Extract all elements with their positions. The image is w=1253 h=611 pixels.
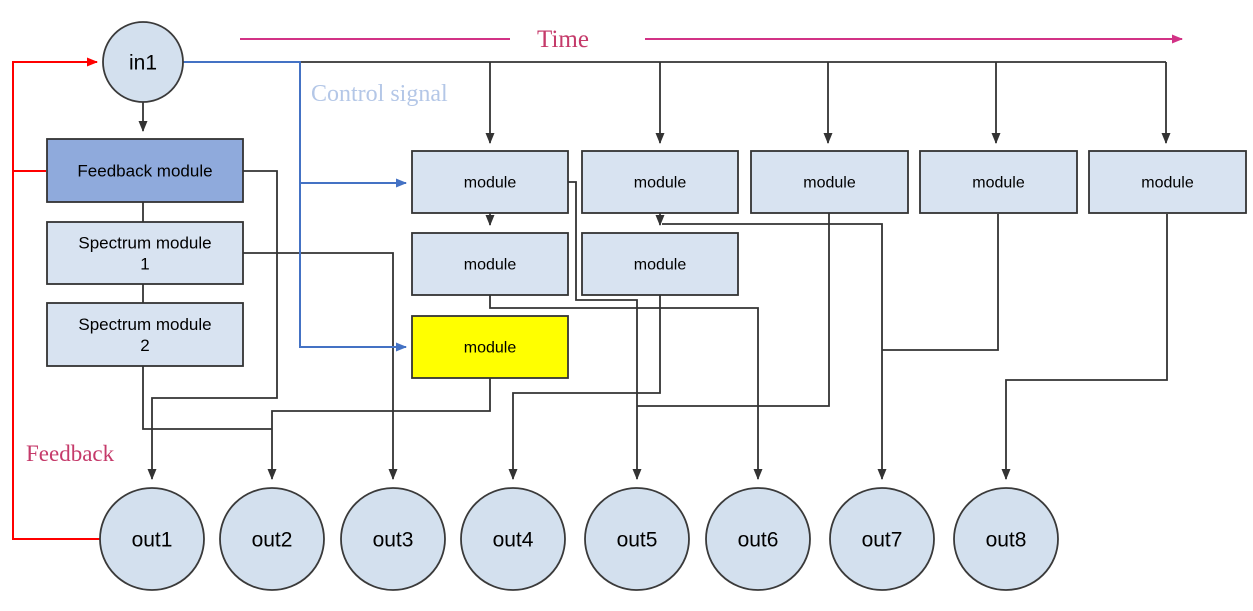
module-box-row1-col1-label: module	[464, 175, 517, 192]
out7-node: out7	[829, 487, 935, 591]
out3-node: out3	[340, 487, 446, 591]
module-box-yellow-label: module	[464, 340, 517, 357]
out8-node-label: out8	[986, 528, 1027, 551]
feedback-module-box-label: Feedback module	[77, 161, 212, 180]
edge-module2b-to-out4	[508, 295, 661, 480]
module-box-row1-col4-label: module	[972, 175, 1025, 192]
feedback-label: Feedback	[26, 441, 115, 466]
out6-node-label: out6	[738, 528, 779, 551]
time-label: Time	[537, 26, 589, 53]
out4-node: out4	[460, 487, 566, 591]
edge-yellow-module-to-out2	[267, 378, 491, 480]
module-box-row1-col1: module	[411, 150, 569, 214]
out1-node: out1	[99, 487, 205, 591]
edge-feedback-module-to-out1	[147, 170, 278, 480]
module-box-row1-col2-label: module	[634, 175, 687, 192]
module-box-row2-col2: module	[581, 232, 739, 296]
in1-node: in1	[102, 21, 184, 103]
out2-node-label: out2	[252, 528, 293, 551]
edge-module1b-to-out6	[489, 295, 763, 480]
out3-node-label: out3	[373, 528, 414, 551]
out4-node-label: out4	[493, 528, 534, 551]
module-box-row2-col2-label: module	[634, 257, 687, 274]
module-box-row2-col1-label: module	[464, 257, 517, 274]
edge-spectrum2-join-out2	[142, 366, 272, 430]
edges-layer	[12, 34, 1183, 540]
edge-control-signal-main	[183, 61, 407, 352]
out8-node: out8	[953, 487, 1059, 591]
edge-module1-side-to-out5	[568, 181, 642, 480]
module-box-row1-col5: module	[1088, 150, 1247, 214]
module-box-row2-col1: module	[411, 232, 569, 296]
edge-feedback-loop-red	[12, 57, 101, 540]
out7-node-label: out7	[862, 528, 903, 551]
edge-spectrum1-to-out3	[243, 252, 398, 480]
edge-module5-to-out8	[1001, 214, 1168, 480]
module-box-row1-col5-label: module	[1141, 175, 1194, 192]
edge-module3-branch-to-out7	[662, 223, 887, 480]
in1-node-label: in1	[129, 51, 157, 74]
module-box-row1-col3: module	[750, 150, 909, 214]
edge-module4-join-out7	[882, 214, 999, 351]
out6-node: out6	[705, 487, 811, 591]
module-box-yellow: module	[411, 315, 569, 379]
module-box-row1-col3-label: module	[803, 175, 856, 192]
out5-node-label: out5	[617, 528, 658, 551]
control-signal-label: Control signal	[311, 81, 448, 107]
feedback-module-box: Feedback module	[46, 138, 244, 203]
out5-node: out5	[584, 487, 690, 591]
module-box-row1-col2: module	[581, 150, 739, 214]
module-box-row1-col4: module	[919, 150, 1078, 214]
out1-node-label: out1	[132, 528, 173, 551]
edge-module3-down-join-out5	[637, 213, 830, 407]
out2-node: out2	[219, 487, 325, 591]
